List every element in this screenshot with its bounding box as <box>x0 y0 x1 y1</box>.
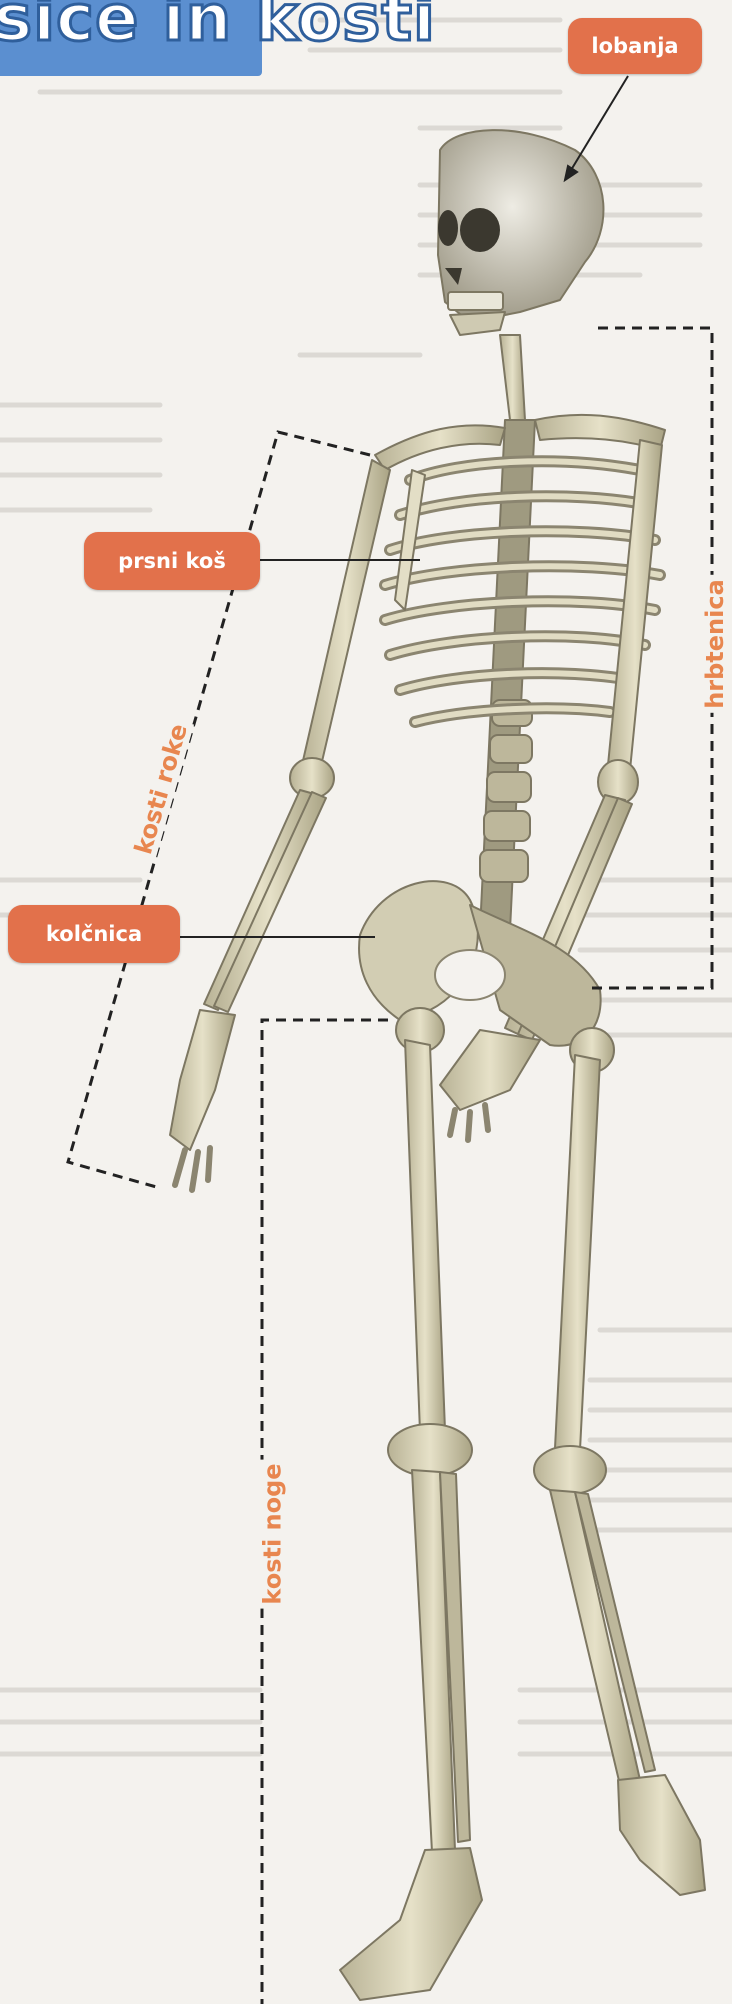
label-skull-text: lobanja <box>591 34 678 58</box>
label-skull: lobanja <box>568 18 702 74</box>
label-pelvis-text: kolčnica <box>46 922 142 946</box>
spine-bracket <box>590 328 712 988</box>
label-ribcage: prsni koš <box>84 532 260 590</box>
skull-pointer-line <box>565 76 628 180</box>
label-spine: hrbtenica <box>701 575 729 713</box>
label-pelvis: kolčnica <box>8 905 180 963</box>
label-ribcage-text: prsni koš <box>118 549 226 573</box>
label-leg-bones: kosti noge <box>259 1459 287 1608</box>
